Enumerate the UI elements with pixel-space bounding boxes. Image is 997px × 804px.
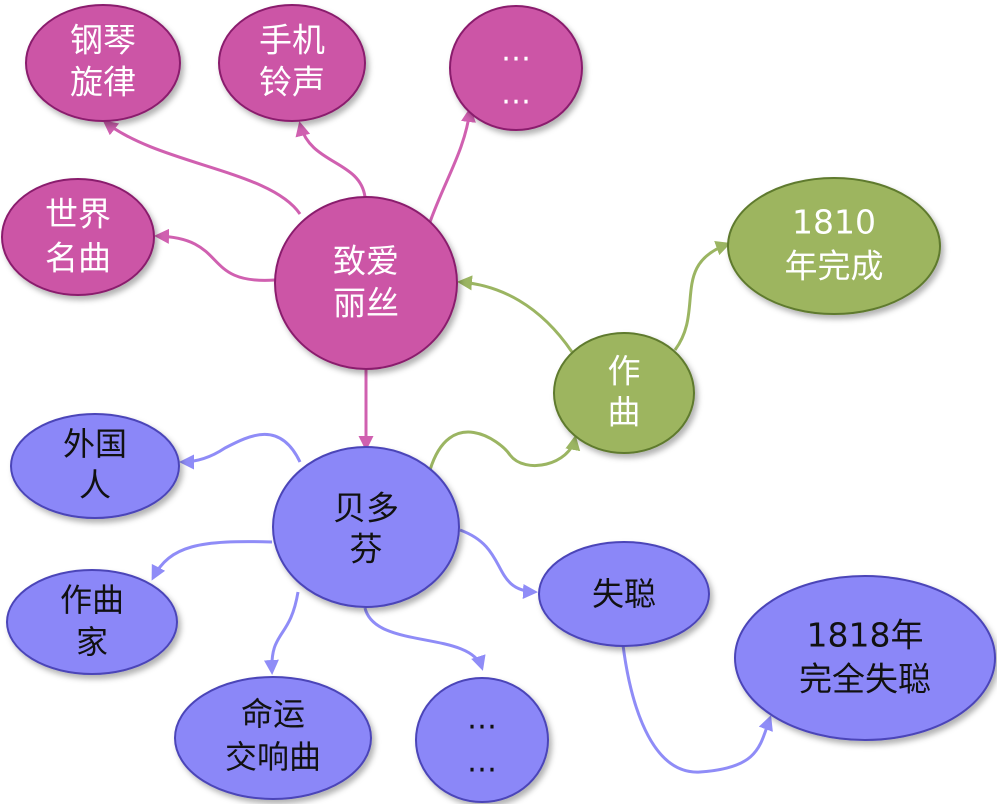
node-composer-line2: 家 — [76, 623, 108, 661]
node-world-classic[interactable]: 世界 名曲 — [1, 178, 155, 296]
edge-beethoven-deaf — [459, 528, 538, 599]
node-1810-line1: 1810 — [792, 203, 876, 242]
node-piano-line2: 旋律 — [70, 63, 136, 102]
node-foreigner-line1: 外国 — [63, 425, 127, 463]
node-foreigner-line2: 人 — [79, 466, 111, 504]
node-phone-ringtone[interactable]: 手机 铃声 — [218, 4, 366, 122]
node-fate-line2: 交响曲 — [225, 738, 321, 776]
node-1810-completed[interactable]: 1810 年完成 — [727, 177, 941, 315]
node-compose[interactable]: 作 曲 — [553, 332, 695, 454]
node-composer[interactable]: 作曲 家 — [6, 569, 178, 675]
node-piano-line1: 钢琴 — [70, 21, 136, 60]
node-fur-elise[interactable]: 致爱 丽丝 — [274, 196, 458, 370]
edge-beethoven-fate — [263, 591, 300, 675]
node-more-top-line2: … — [501, 77, 531, 112]
edges-elise — [102, 107, 476, 451]
edge-beethoven-foreigner — [179, 433, 302, 470]
edge-elise-ringtone — [295, 121, 367, 198]
node-piano-melody[interactable]: 钢琴 旋律 — [25, 4, 181, 122]
edge-elise-world — [154, 228, 276, 282]
edge-elise-more — [428, 107, 476, 223]
node-more-bottom-line2: … — [467, 745, 497, 780]
node-deaf-label: 失聪 — [592, 575, 656, 613]
node-1810-line2: 年完成 — [785, 247, 884, 286]
node-more-top-line1: … — [501, 34, 531, 69]
node-1818-line2: 完全失聪 — [799, 660, 931, 699]
node-1818-deaf[interactable]: 1818年 完全失聪 — [734, 575, 996, 741]
node-ringtone-line2: 铃声 — [259, 63, 325, 102]
edge-compose-1810 — [673, 241, 731, 351]
edge-deaf-1818 — [621, 644, 773, 774]
node-world-line1: 世界 — [45, 195, 111, 234]
node-compose-line2: 曲 — [608, 393, 641, 432]
node-elise-line2: 丽丝 — [333, 284, 399, 323]
node-1818-line1: 1818年 — [807, 616, 924, 655]
node-more-top[interactable]: … … — [449, 5, 583, 131]
edges-compose — [428, 241, 731, 471]
edge-elise-piano — [102, 120, 302, 215]
edge-compose-elise — [457, 275, 574, 353]
edges-beethoven — [151, 433, 773, 774]
edge-beethoven-compose — [428, 430, 581, 471]
node-deaf[interactable]: 失聪 — [538, 541, 710, 647]
node-elise-line1: 致爱 — [333, 242, 399, 281]
node-beethoven[interactable]: 贝多 芬 — [272, 446, 460, 608]
node-ringtone-line1: 手机 — [259, 21, 325, 60]
node-foreigner[interactable]: 外国 人 — [10, 413, 180, 519]
node-beethoven-line1: 贝多 — [333, 489, 399, 528]
node-more-bottom-line1: … — [467, 702, 497, 737]
node-composer-line1: 作曲 — [60, 581, 124, 619]
edge-beethoven-composer — [151, 540, 273, 581]
node-fate-symphony[interactable]: 命运 交响曲 — [174, 676, 372, 800]
node-fate-line1: 命运 — [241, 695, 305, 733]
edge-beethoven-more — [363, 607, 486, 671]
node-compose-line1: 作 — [608, 352, 641, 391]
node-beethoven-line2: 芬 — [350, 530, 383, 569]
node-world-line2: 名曲 — [45, 239, 111, 278]
node-more-bottom[interactable]: … … — [415, 677, 549, 803]
